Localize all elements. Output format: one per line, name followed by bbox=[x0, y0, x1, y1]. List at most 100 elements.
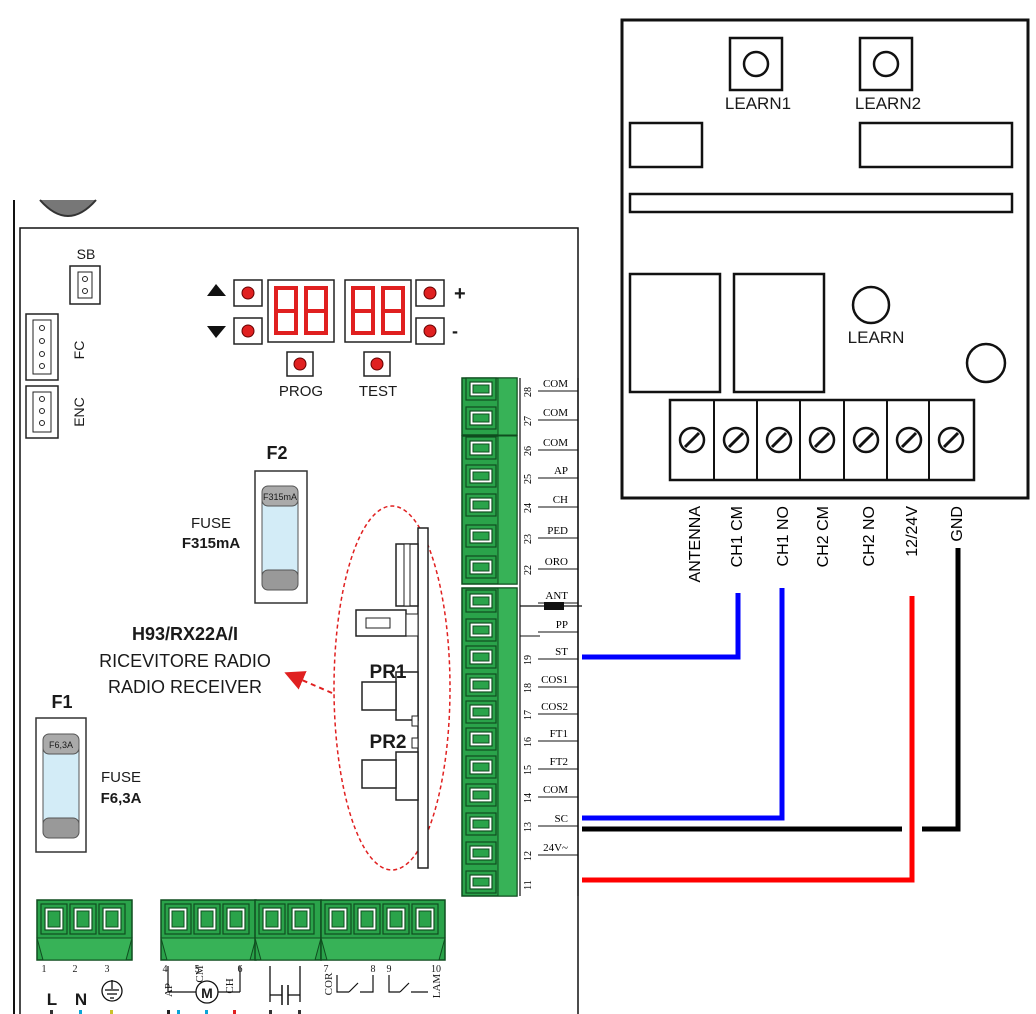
f1-title: F1 bbox=[51, 692, 72, 712]
wire-12v-to-24v bbox=[582, 596, 915, 883]
terminal-14[interactable] bbox=[465, 783, 497, 807]
test-label: TEST bbox=[359, 383, 397, 400]
terminal-label: COM bbox=[543, 407, 568, 419]
bottom-terminal-1-1[interactable] bbox=[193, 903, 221, 935]
module-screw bbox=[808, 426, 836, 454]
cor-label: COR bbox=[323, 972, 335, 995]
terminal-number: 26 bbox=[523, 446, 534, 456]
bottom-terminal-0-0[interactable] bbox=[40, 903, 68, 935]
module-led bbox=[965, 342, 1007, 384]
wire-ch1no-to-com bbox=[582, 588, 785, 821]
right-terminal-strip: 28COM27COM26COM25AP24CH23PED22OROANTPP19… bbox=[461, 377, 582, 897]
terminal-number: 13 bbox=[523, 822, 534, 832]
f2-rating: F315mA bbox=[182, 535, 241, 552]
terminal-pp[interactable] bbox=[465, 618, 497, 642]
terminal-28[interactable] bbox=[465, 377, 497, 401]
bottom-terminal-3-0[interactable] bbox=[324, 903, 352, 935]
minus-label: - bbox=[452, 321, 458, 341]
terminal-22[interactable] bbox=[465, 555, 497, 579]
bottom-terminal-3-2[interactable] bbox=[382, 903, 410, 935]
terminal-ant[interactable] bbox=[465, 589, 497, 613]
learn-label: LEARN bbox=[848, 328, 905, 347]
terminal-number: 19 bbox=[523, 655, 534, 665]
plus-label: + bbox=[454, 283, 466, 305]
learn2-button[interactable] bbox=[858, 36, 914, 92]
pr2-button[interactable] bbox=[361, 759, 397, 789]
arrow-up-icon bbox=[207, 284, 226, 296]
f1-cap-label: F6,3A bbox=[49, 740, 73, 750]
terminal-23[interactable] bbox=[465, 524, 497, 548]
bottom-terminal-2-0[interactable] bbox=[258, 903, 286, 935]
terminal-18[interactable] bbox=[465, 673, 497, 697]
terminal-number: 11 bbox=[523, 880, 534, 890]
module-screw bbox=[937, 426, 965, 454]
terminal-label: ORO bbox=[545, 556, 568, 568]
terminal-number: 15 bbox=[523, 765, 534, 775]
bottom-num-3: 3 bbox=[105, 964, 110, 975]
terminal-26[interactable] bbox=[465, 436, 497, 460]
ch-label: CH bbox=[224, 978, 236, 993]
wire-gnd-down bbox=[922, 548, 961, 832]
minus-button[interactable] bbox=[415, 317, 445, 345]
sb-label: SB bbox=[77, 246, 96, 262]
terminal-number: 23 bbox=[523, 534, 534, 544]
bottom-num-9: 9 bbox=[387, 964, 392, 975]
terminal-number: 22 bbox=[523, 565, 534, 575]
module-terminal-block bbox=[668, 398, 976, 482]
bottom-terminal-0-1[interactable] bbox=[69, 903, 97, 935]
bottom-terminal-1-2[interactable] bbox=[222, 903, 250, 935]
f2-fuse-word: FUSE bbox=[191, 515, 231, 532]
terminal-label: COM bbox=[543, 437, 568, 449]
terminal-25[interactable] bbox=[465, 464, 497, 488]
bottom-terminal-3-3[interactable] bbox=[411, 903, 439, 935]
module-relay-1 bbox=[628, 272, 722, 394]
receiver-label-en: RADIO RECEIVER bbox=[108, 677, 262, 697]
terminal-label: COM bbox=[543, 378, 568, 390]
terminal-13[interactable] bbox=[465, 812, 497, 836]
receiver-highlight bbox=[333, 505, 451, 871]
cm-label: CM bbox=[194, 965, 206, 982]
receiver-model: H93/RX22A/I bbox=[132, 624, 238, 644]
ground-icon bbox=[101, 980, 123, 1002]
f1-rating: F6,3A bbox=[101, 790, 142, 807]
terminal-27[interactable] bbox=[465, 406, 497, 430]
terminal-11[interactable] bbox=[465, 870, 497, 894]
terminal-label: COS2 bbox=[541, 701, 568, 713]
terminal-16[interactable] bbox=[465, 727, 497, 751]
display-left-digits bbox=[274, 286, 328, 335]
bottom-num-2: 2 bbox=[73, 964, 78, 975]
contact-switch-icon bbox=[336, 975, 428, 993]
terminal-number: 18 bbox=[523, 683, 534, 693]
bottom-labels: 1 2 3 4 5 6 7 8 9 10 L N AP CM CH bbox=[42, 964, 444, 1009]
display-right-digits bbox=[351, 286, 405, 335]
module-terminal-label: ANTENNA bbox=[687, 506, 704, 583]
receiver-card: PR1 PR2 bbox=[355, 527, 429, 869]
bottom-terminal-0-2[interactable] bbox=[98, 903, 126, 935]
learn2-label: LEARN2 bbox=[855, 94, 921, 113]
fuse-f2: F2 F315mA FUSE F315mA bbox=[182, 443, 308, 604]
terminal-19[interactable] bbox=[465, 645, 497, 669]
terminal-label: PP bbox=[556, 619, 568, 631]
terminal-12[interactable] bbox=[465, 841, 497, 865]
wires bbox=[582, 548, 961, 883]
bottom-num-10: 10 bbox=[431, 964, 441, 975]
terminal-label: COS1 bbox=[541, 674, 568, 686]
terminal-label: ST bbox=[555, 646, 568, 658]
pr2-label: PR2 bbox=[370, 732, 407, 753]
terminal-number: 14 bbox=[523, 793, 534, 803]
display-panel: + - PROG TEST bbox=[207, 279, 466, 400]
learn-button[interactable] bbox=[851, 285, 891, 325]
module-screw bbox=[895, 426, 923, 454]
bottom-num-5: 5 bbox=[195, 964, 200, 975]
terminal-24[interactable] bbox=[465, 493, 497, 517]
terminal-number: 16 bbox=[523, 737, 534, 747]
bottom-terminal-1-0[interactable] bbox=[164, 903, 192, 935]
bottom-terminal-3-1[interactable] bbox=[353, 903, 381, 935]
bottom-terminal-2-1[interactable] bbox=[287, 903, 315, 935]
bottom-num-4: 4 bbox=[163, 964, 168, 975]
module-terminal-label: CH1 NO bbox=[775, 506, 792, 566]
pr1-button[interactable] bbox=[361, 681, 397, 711]
terminal-15[interactable] bbox=[465, 755, 497, 779]
terminal-17[interactable] bbox=[465, 700, 497, 724]
